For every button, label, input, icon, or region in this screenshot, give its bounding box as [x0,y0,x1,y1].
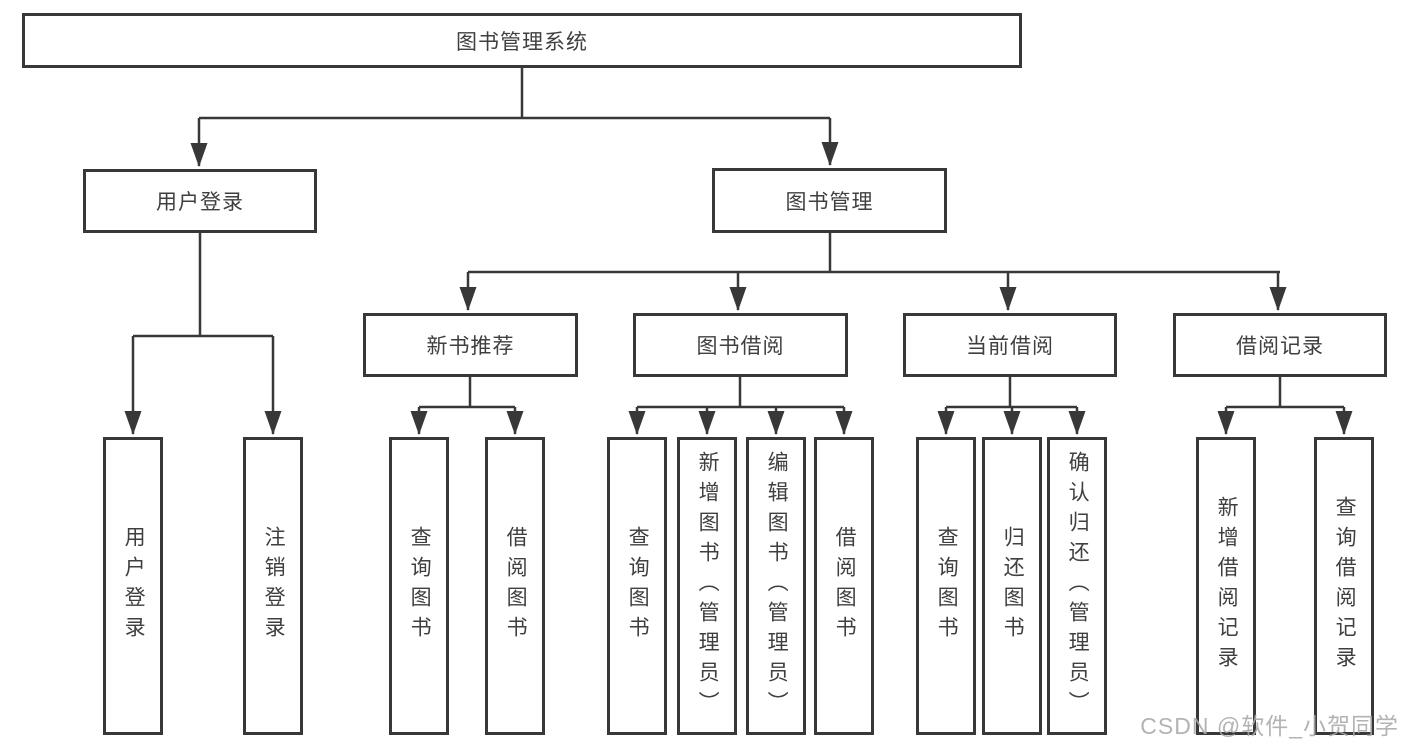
leaf-records-query-record: 查询借阅记录 [1314,437,1374,735]
leaf-borrow-query-books: 查询图书 [607,437,667,735]
leaf-borrow-edit-book-admin: 编辑图书（管理员） [746,437,806,735]
leaf-borrow-borrow-books: 借阅图书 [814,437,874,735]
leaf-current-query-books: 查询图书 [916,437,976,735]
leaf-recommend-borrow-books: 借阅图书 [485,437,545,735]
leaf-borrow-add-book-admin: 新增图书（管理员） [677,437,737,735]
node-library-management-system: 图书管理系统 [22,13,1022,68]
leaf-current-return-books: 归还图书 [982,437,1042,735]
leaf-user-login: 用户登录 [103,437,163,735]
node-new-book-recommend: 新书推荐 [363,313,578,377]
leaf-current-confirm-return-admin: 确认归还（管理员） [1047,437,1107,735]
node-book-borrow: 图书借阅 [633,313,848,377]
node-borrow-records: 借阅记录 [1173,313,1387,377]
node-current-borrow: 当前借阅 [903,313,1117,377]
leaf-recommend-query-books: 查询图书 [389,437,449,735]
leaf-logout: 注销登录 [243,437,303,735]
csdn-watermark: CSDN @软件_小贺同学 [1140,713,1399,739]
leaf-records-add-record: 新增借阅记录 [1196,437,1256,735]
node-user-login: 用户登录 [83,169,317,233]
node-book-management: 图书管理 [712,168,947,233]
